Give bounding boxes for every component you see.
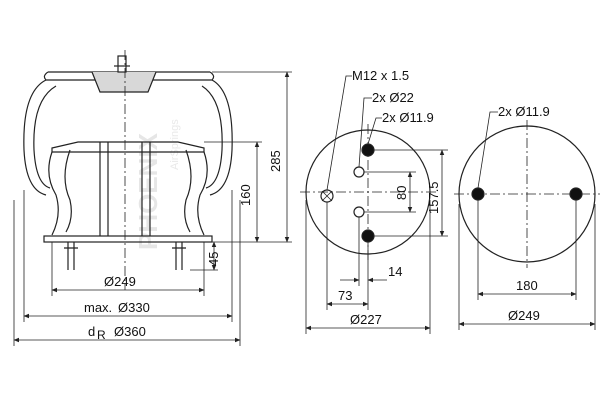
bottom-stud-hole-left	[471, 187, 485, 201]
side-view	[23, 50, 233, 290]
watermark-tagline: AirSprings	[169, 119, 181, 170]
height-bottom-label: 45	[206, 252, 221, 266]
dr-prefix: d	[88, 324, 95, 339]
watermark-brand: PHOENIX	[133, 132, 163, 250]
air-hole-leader	[358, 97, 372, 168]
top-plate-diameter-label: Ø227	[350, 312, 382, 327]
max-diameter-label: Ø330	[118, 300, 150, 315]
thread-leader	[326, 75, 352, 191]
air-hole-lower	[353, 206, 365, 218]
stud-hole-lower	[361, 229, 375, 243]
base-plate	[43, 235, 213, 243]
bottom-plate-view	[454, 120, 600, 268]
air-hole-upper	[353, 166, 365, 178]
piston-inner-wall	[64, 149, 192, 233]
bottom-spacing-label: 180	[516, 278, 538, 293]
piston-body	[48, 151, 208, 236]
offset-center-label: 73	[338, 288, 352, 303]
offset-small-label: 14	[388, 264, 402, 279]
piston-diameter-label: Ø249	[104, 274, 136, 289]
top-plate-dimensions	[305, 75, 448, 334]
top-plate-view	[300, 124, 436, 262]
air-hole-label: 2x Ø22	[372, 90, 414, 105]
brand-watermark: PHOENIX AirSprings	[133, 119, 181, 250]
bottom-stud-hole-right	[569, 187, 583, 201]
air-fitting	[117, 55, 127, 73]
height-mid-label: 160	[238, 184, 253, 206]
bottom-plate-dimensions	[458, 111, 596, 330]
bellows-inner	[33, 85, 223, 189]
bottom-plate-diameter-label: Ø249	[508, 308, 540, 323]
piston-top	[51, 141, 205, 153]
bottom-stud-leader	[477, 111, 498, 189]
stud-hole-upper	[361, 143, 375, 157]
bellows-outer	[23, 79, 233, 196]
side-view-dimensions	[13, 71, 292, 346]
bottom-stud-left	[64, 242, 78, 270]
bottom-stud-right	[172, 242, 186, 270]
bottom-stud-label: 2x Ø11.9	[498, 104, 550, 119]
height-overall-label: 285	[268, 150, 283, 172]
max-diameter-prefix: max.	[84, 300, 112, 315]
thread-label: M12 x 1.5	[352, 68, 409, 83]
dr-diameter-label: Ø360	[114, 324, 146, 339]
spacing-vertical-label: 80	[394, 186, 409, 200]
stud-leader	[367, 117, 382, 145]
spacing-outer-label: 157.5	[426, 181, 441, 214]
top-stud-label: 2x Ø11.9	[382, 110, 434, 125]
top-boss	[91, 71, 157, 93]
dr-subscript: R	[97, 328, 106, 342]
